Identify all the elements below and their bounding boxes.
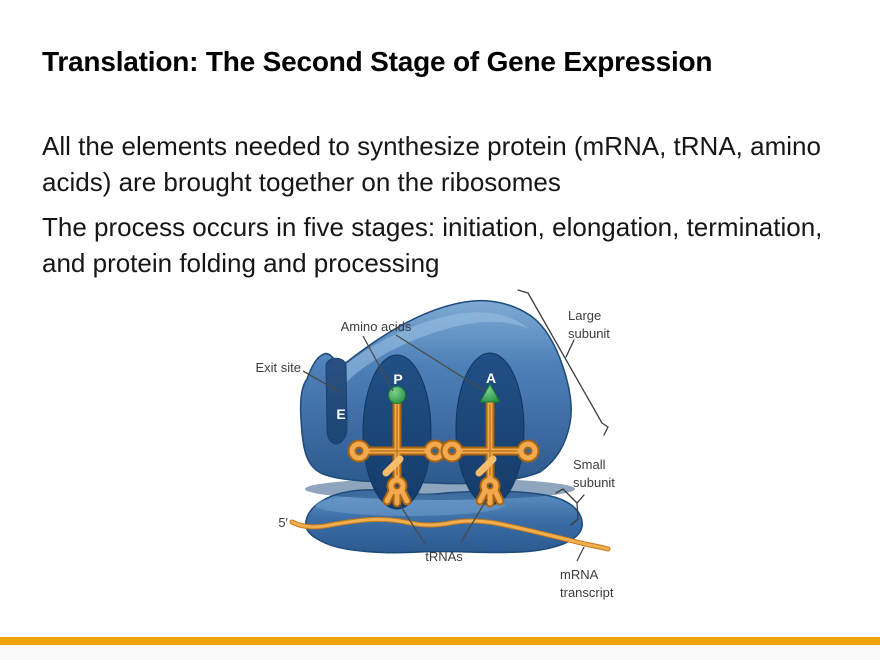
amino-acid-a [479,382,501,403]
ribosome-diagram: Amino acids Exit site Large subunit Smal… [255,289,615,600]
large-subunit-sheen [330,312,529,388]
label-large-subunit-line1: Large [568,308,601,323]
mrna-pointer [576,546,585,562]
large-subunit-bracket-branch [565,339,575,358]
site-letter-p: P [393,371,402,387]
site-letter-e: E [336,406,345,422]
site-letter-a: A [486,370,496,386]
label-five-prime: 5′ [278,515,288,530]
trna-p [347,396,447,508]
large-subunit-bracket [517,289,609,436]
accent-bar [0,637,880,645]
body-paragraph-2: The process occurs in five stages: initi… [42,212,823,278]
label-exit-site: Exit site [255,360,301,375]
footer-strip [0,645,880,660]
label-small-subunit-line1: Small [573,457,606,472]
slide-title: Translation: The Second Stage of Gene Ex… [42,46,713,77]
body-paragraph-1: All the elements needed to synthesize pr… [42,131,821,197]
exit-site-pointer [302,370,339,392]
mrna-strand [289,516,611,552]
trna-a [440,396,540,508]
label-mrna-line2: transcript [560,585,614,600]
amino-acid-p [388,386,406,404]
label-large-subunit-line2: subunit [568,326,610,341]
amino-acids-pointer-right [395,334,487,393]
trnas-pointer-left [399,504,426,545]
label-small-subunit-line2: subunit [573,475,615,490]
amino-acids-pointer-left [362,335,394,392]
label-mrna-line1: mRNA [560,567,599,582]
e-site-groove [325,357,348,445]
trnas-pointer-right [460,498,488,543]
ribosome-figure: Amino acids Exit site Large subunit Smal… [250,283,710,603]
small-subunit-bracket-branch [576,494,585,504]
label-trnas: tRNAs [425,549,463,564]
label-amino-acids: Amino acids [341,319,412,334]
